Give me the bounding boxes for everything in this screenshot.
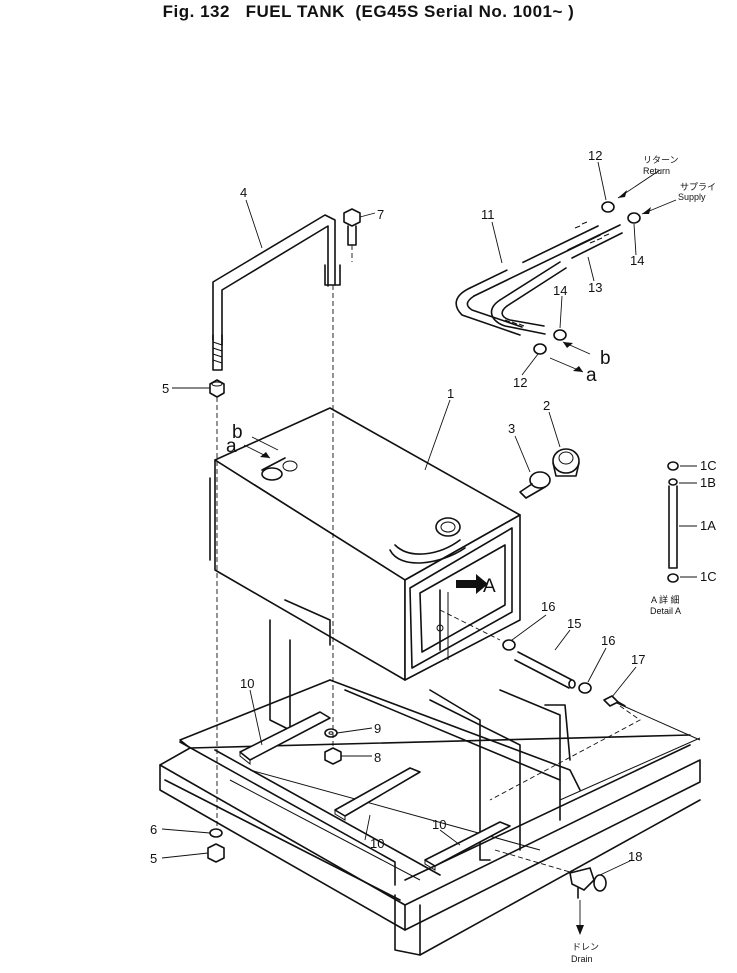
callout-14-bottom: 14 xyxy=(553,283,567,298)
callout-numbers: 1 2 3 4 5 6 5 7 8 9 10 10 10 11 12 12 13… xyxy=(150,148,717,866)
callout-1a: 1A xyxy=(700,518,716,533)
callout-9: 9 xyxy=(374,721,381,736)
return-label-jp: リターン xyxy=(643,155,679,165)
return-hose-11 xyxy=(455,221,601,336)
callout-10-center: 10 xyxy=(370,836,384,851)
flow-labels: リターン Return サプライ Supply ドレン Drain xyxy=(571,155,716,964)
marker-a-tank: a xyxy=(226,436,237,457)
base-frame xyxy=(159,679,701,956)
callout-15: 15 xyxy=(567,616,581,631)
callout-16-left: 16 xyxy=(541,599,555,614)
hose-clamp-14-top xyxy=(627,212,641,224)
hose-clamp-16-left xyxy=(502,639,516,651)
callout-7: 7 xyxy=(377,207,384,222)
view-arrow-a-label: A xyxy=(483,576,496,597)
hose-clamp-14-bottom xyxy=(553,329,567,341)
marker-b-tank: b xyxy=(232,422,243,443)
assembly-center-lines xyxy=(216,245,641,873)
connection-markers: A a b a b xyxy=(226,348,611,597)
figure-name: FUEL TANK xyxy=(245,2,345,21)
rubber-pad-center xyxy=(334,767,421,821)
callout-18: 18 xyxy=(628,849,642,864)
callout-12-bottom: 12 xyxy=(513,375,527,390)
flow-arrows xyxy=(243,169,677,935)
nut-5-top xyxy=(209,379,225,398)
supply-label-jp: サプライ xyxy=(680,182,716,192)
figure-serial: (EG45S Serial No. 1001~ ) xyxy=(355,2,575,21)
nut-5-bottom xyxy=(207,843,225,863)
drain-hose-15 xyxy=(514,651,576,689)
callout-4: 4 xyxy=(240,185,247,200)
drain-label-en: Drain xyxy=(571,954,593,964)
callout-1: 1 xyxy=(447,386,454,401)
drain-label-jp: ドレン xyxy=(572,942,599,952)
tank-strap xyxy=(212,214,341,371)
fuel-tank xyxy=(209,407,571,861)
callout-17: 17 xyxy=(631,652,645,667)
supply-label-en: Supply xyxy=(678,192,706,202)
callout-12-top: 12 xyxy=(588,148,602,163)
rubber-pad-right xyxy=(424,821,511,871)
drain-plug-17 xyxy=(603,695,626,707)
figure-title: Fig. 132 FUEL TANK (EG45S Serial No. 100… xyxy=(0,2,737,22)
drain-cock-18 xyxy=(569,867,607,899)
supply-hose-13 xyxy=(490,224,623,335)
callout-5-top: 5 xyxy=(162,381,169,396)
detail-a-jp: A 詳 細 xyxy=(651,594,680,605)
hose-clamp-12-bottom xyxy=(533,343,547,355)
filler-cap xyxy=(552,448,580,477)
detail-a-en: Detail A xyxy=(650,606,681,616)
callout-16-right: 16 xyxy=(601,633,615,648)
washer-9 xyxy=(324,728,338,738)
callout-10-left: 10 xyxy=(240,676,254,691)
leader-lines xyxy=(161,161,697,876)
bolt-7 xyxy=(343,208,361,246)
return-label-en: Return xyxy=(643,166,670,176)
nut-8 xyxy=(324,747,342,765)
marker-b-hose: b xyxy=(600,348,611,369)
detail-a-caption: A 詳 細 Detail A xyxy=(650,594,681,616)
hose-clamp-16-right xyxy=(578,682,592,694)
rubber-pad-left xyxy=(239,711,331,766)
callout-14-top: 14 xyxy=(630,253,644,268)
callout-3: 3 xyxy=(508,421,515,436)
callout-1b: 1B xyxy=(700,475,716,490)
callout-2: 2 xyxy=(543,398,550,413)
callout-11: 11 xyxy=(481,207,495,222)
washer-6 xyxy=(209,828,223,838)
callout-6: 6 xyxy=(150,822,157,837)
filler-strainer xyxy=(519,471,551,499)
callout-5-bottom: 5 xyxy=(150,851,157,866)
callout-13: 13 xyxy=(588,280,602,295)
callout-8: 8 xyxy=(374,750,381,765)
callout-1c-bottom: 1C xyxy=(700,569,717,584)
figure-number: Fig. 132 xyxy=(162,2,230,21)
callout-10-right: 10 xyxy=(432,817,446,832)
callout-1c-top: 1C xyxy=(700,458,717,473)
hose-clamp-12-top xyxy=(601,201,615,213)
marker-a-hose: a xyxy=(586,365,597,386)
detail-a-gauge xyxy=(667,461,679,583)
